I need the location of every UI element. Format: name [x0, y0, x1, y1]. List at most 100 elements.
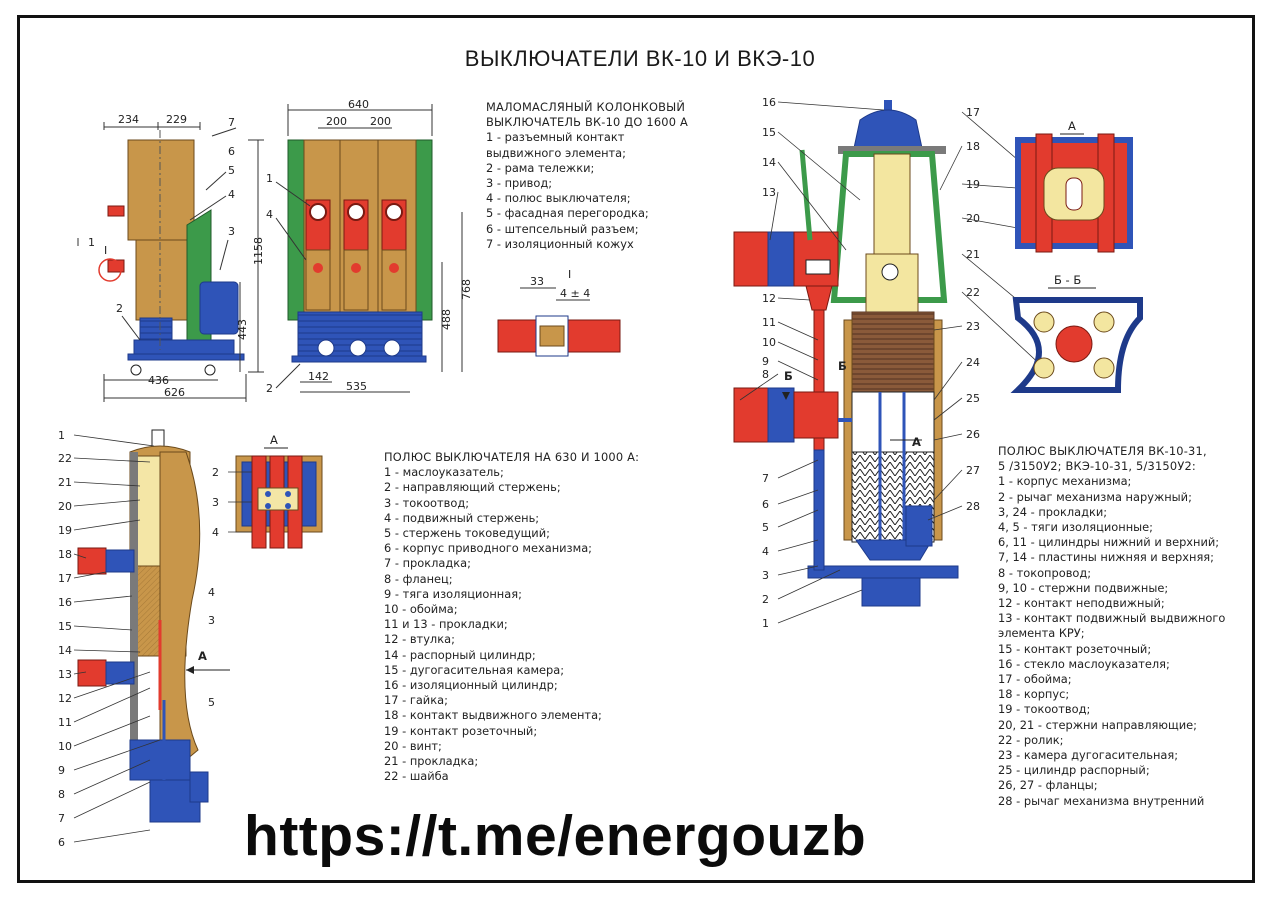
- legend-item: 7 - прокладка;: [384, 556, 471, 571]
- dim-1158: 1158: [252, 237, 265, 265]
- legend-item: 17 - обойма;: [998, 672, 1072, 687]
- section-A-small: А: [235, 433, 323, 549]
- drawing-side-view: 234 229 1158 443 436 626 7 6 5 4 3: [77, 113, 265, 402]
- legend-item: 1 - разъемный контакт: [486, 130, 625, 145]
- leader-line: [933, 361, 963, 401]
- legend-item: 14 - распорный цилиндр;: [384, 647, 536, 662]
- leader-line: [939, 145, 963, 191]
- leader-line: [777, 297, 811, 301]
- legend-item: 7 - изоляционный кожух: [486, 236, 634, 251]
- legend-item: 19 - токоотвод;: [998, 702, 1091, 717]
- legend-item: 20, 21 - стержни направляющие;: [998, 717, 1197, 732]
- part-label: 2: [212, 466, 219, 479]
- legend-item: 16 - стекло маслоуказателя;: [998, 656, 1170, 671]
- legend-item: 18 - контакт выдвижного элемента;: [384, 708, 602, 723]
- dim-535: 535: [346, 380, 367, 393]
- part-label: 22: [58, 452, 72, 465]
- legend-item: 7, 14 - пластины нижняя и верхняя;: [998, 550, 1214, 565]
- poster-title: ВЫКЛЮЧАТЕЛИ ВК-10 И ВКЭ-10: [464, 46, 816, 71]
- leader-line: [73, 715, 151, 747]
- legend-pole-3150: ПОЛЮС ВЫКЛЮЧАТЕЛЯ ВК-10-31,5 /3150У2; ВК…: [998, 444, 1225, 809]
- dim-626: 626: [164, 386, 185, 399]
- dim-234: 234: [118, 113, 139, 126]
- part-label: 5: [762, 521, 769, 534]
- part-label: 4: [212, 526, 219, 539]
- part-label: 6: [58, 836, 65, 849]
- label-A: А: [198, 649, 207, 663]
- part-label: 2: [762, 593, 769, 606]
- dim-229: 229: [166, 113, 187, 126]
- legend-heading: ПОЛЮС ВЫКЛЮЧАТЕЛЯ НА 630 И 1000 А:: [384, 450, 640, 464]
- leader-line: [73, 457, 151, 463]
- drawing-pole-3150: [733, 100, 959, 607]
- label-5: 5: [208, 696, 215, 709]
- part-label: 20: [966, 212, 980, 225]
- leader-line: [777, 539, 819, 552]
- leader-line: [777, 161, 847, 251]
- leader-line: [777, 569, 841, 600]
- part-label: 13: [762, 186, 776, 199]
- legend-item: 10 - обойма;: [384, 602, 458, 617]
- leader-line: [961, 111, 1019, 161]
- leader-line: [73, 759, 151, 795]
- label-2: 2: [266, 382, 273, 395]
- leader-line: [777, 459, 819, 479]
- leader-line: [933, 397, 963, 421]
- legend-item: 26, 27 - фланцы;: [998, 778, 1098, 793]
- part-label: 18: [58, 548, 72, 561]
- part-label: 4: [762, 545, 769, 558]
- dim-436: 436: [148, 374, 169, 387]
- legend-item: 3, 24 - прокладки;: [998, 504, 1108, 519]
- part-label: 18: [966, 140, 980, 153]
- legend-item: 20 - винт;: [384, 738, 442, 753]
- legend-item: 16 - изоляционный цилиндр;: [384, 678, 558, 693]
- part-label: 7: [762, 472, 769, 485]
- part-label: 10: [58, 740, 72, 753]
- dim-4-4: 4 ± 4: [560, 287, 590, 300]
- part-label: 1: [762, 617, 769, 630]
- leader-line: [73, 519, 141, 531]
- part-label: 26: [966, 428, 980, 441]
- leader-line: [777, 131, 861, 201]
- leader-line: [777, 341, 819, 361]
- leader-line: [73, 481, 141, 487]
- label-4: 4: [266, 208, 273, 221]
- leader-line: [777, 489, 819, 505]
- legend-item: 12 - контакт неподвижный;: [998, 596, 1165, 611]
- leader-line: [961, 291, 1045, 369]
- leader-line: [933, 325, 963, 331]
- label-1: 1: [266, 172, 273, 185]
- legend-item: 5 - фасадная перегородка;: [486, 206, 649, 221]
- part-label: 19: [58, 524, 72, 537]
- leader-line: [769, 191, 779, 241]
- leader-line: [73, 739, 161, 771]
- legend-item: 9 - тяга изоляционная;: [384, 586, 522, 601]
- drawing-pole-630-1000: [77, 429, 209, 823]
- leader-line: [73, 781, 151, 819]
- part-label: 9: [58, 764, 65, 777]
- part-label: 12: [762, 292, 776, 305]
- legend-item: 15 - контакт розеточный;: [998, 641, 1152, 656]
- part-label: 14: [762, 156, 776, 169]
- legend-item: 22 - шайба: [384, 769, 449, 784]
- leader-line: [777, 360, 819, 381]
- part-label: 9: [762, 355, 769, 368]
- part-label: 17: [966, 106, 980, 119]
- legend-item: 6, 11 - цилиндры нижний и верхний;: [998, 535, 1220, 550]
- legend-item: 8 - фланец;: [384, 571, 453, 586]
- legend-item: 6 - корпус приводного механизма;: [384, 541, 593, 556]
- part-label: 13: [58, 668, 72, 681]
- part-label: 21: [966, 248, 980, 261]
- marker-B-left: Б: [784, 369, 793, 383]
- legend-item: 2 - направляющий стержень;: [384, 480, 561, 495]
- legend-heading: ВЫКЛЮЧАТЕЛЬ ВК-10 ДО 1600 А: [486, 115, 688, 130]
- part-label: 12: [58, 692, 72, 705]
- telegram-link[interactable]: https://t.me/energouzb: [244, 804, 867, 868]
- part-label: 3: [762, 569, 769, 582]
- label-I: I: [104, 244, 107, 257]
- legend-item: 12 - втулка;: [384, 632, 455, 647]
- label-3: 3: [208, 614, 215, 627]
- leader-line: [777, 589, 863, 624]
- part-label: 22: [966, 286, 980, 299]
- legend-heading: 5 /3150У2; ВКЭ-10-31, 5/3150У2:: [998, 459, 1196, 474]
